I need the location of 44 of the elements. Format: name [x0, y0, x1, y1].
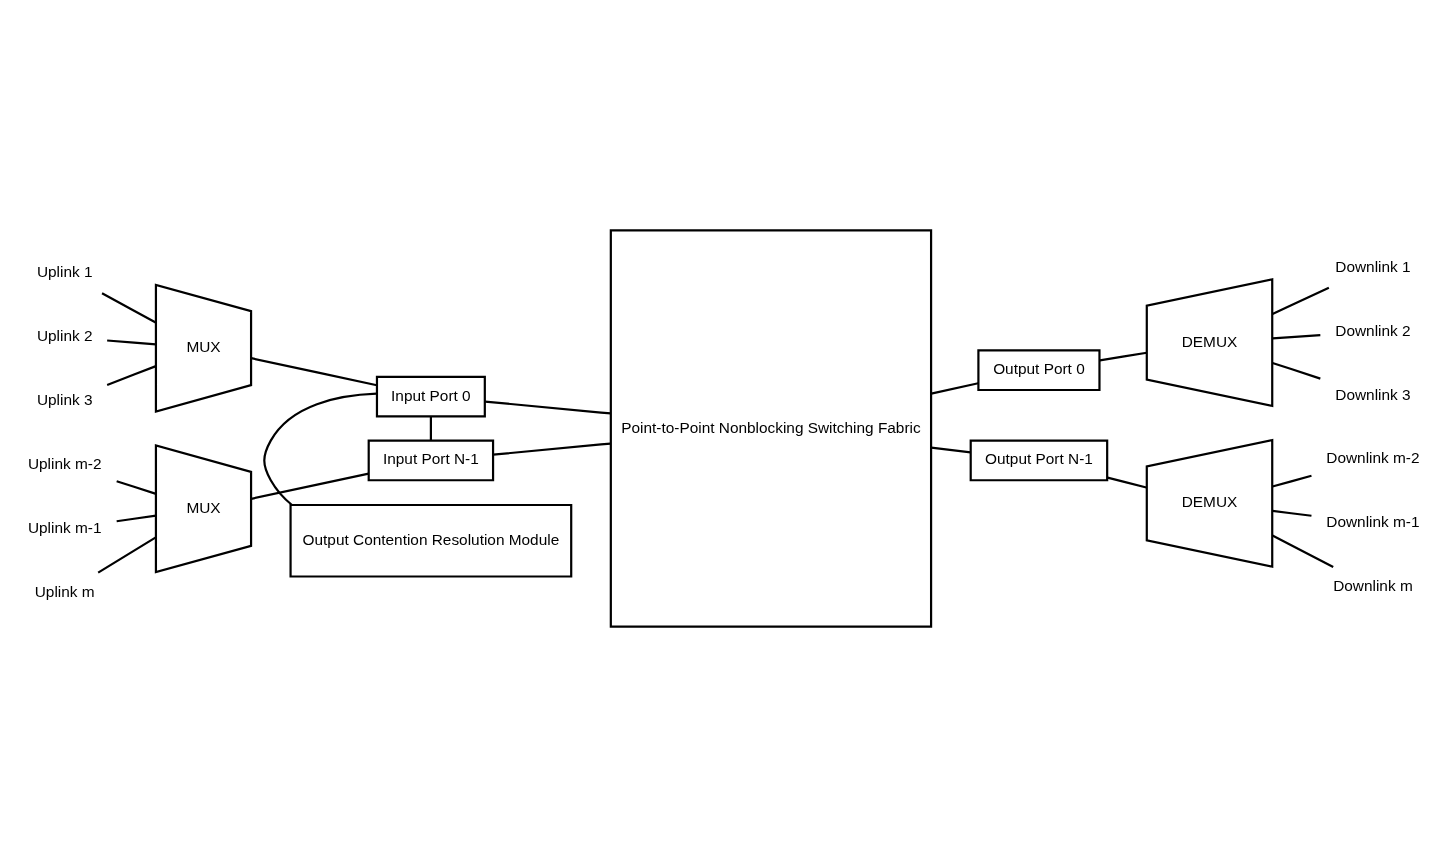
- connector: [1272, 286, 1330, 315]
- node-text: Downlink 3: [1335, 385, 1411, 403]
- connector: [493, 441, 611, 456]
- connector: [1099, 351, 1147, 361]
- node-text: Downlink m: [1333, 576, 1413, 594]
- node-text: Uplink m-2: [27, 454, 102, 472]
- node-text: Downlink m-1: [1326, 512, 1420, 530]
- connector: [107, 338, 156, 345]
- node-text: Uplink 2: [36, 326, 93, 344]
- connector: [106, 364, 157, 386]
- connector: [1272, 333, 1321, 340]
- node-box: Input Port 0: [375, 375, 486, 417]
- node-text: Uplink m-1: [27, 518, 102, 536]
- connector: [429, 415, 432, 440]
- node-text: Uplink 3: [36, 390, 93, 408]
- node-box: MUX: [154, 443, 253, 574]
- connector: [116, 479, 157, 495]
- node-text: Downlink 2: [1335, 321, 1411, 339]
- connector: [1107, 476, 1147, 489]
- connector: [101, 291, 157, 323]
- node-box: DEMUX: [1145, 438, 1274, 568]
- connector: [1272, 474, 1312, 487]
- node-text: Uplink 1: [36, 262, 93, 280]
- connector: [931, 381, 979, 395]
- node-box: MUX: [154, 282, 253, 413]
- node-box: Point-to-Point Nonblocking Switching Fabric: [609, 228, 933, 628]
- connector: [1272, 509, 1312, 517]
- connector: [485, 400, 611, 415]
- connector: [1271, 533, 1334, 568]
- node-box: Output Contention Resolution Module: [289, 503, 573, 578]
- connector: [251, 356, 378, 386]
- node-text: Downlink m-2: [1326, 448, 1420, 466]
- node-box: DEMUX: [1145, 277, 1274, 407]
- node-box: Output Port 0: [977, 348, 1101, 391]
- connector: [97, 535, 157, 574]
- node-text: Uplink m: [34, 582, 95, 600]
- connector: [116, 513, 157, 522]
- node-text: Downlink 1: [1335, 257, 1411, 275]
- connector: [263, 392, 377, 506]
- connector: [1272, 361, 1321, 380]
- node-box: Output Port N-1: [969, 439, 1109, 481]
- connector: [931, 446, 971, 453]
- connector: [251, 472, 369, 500]
- node-box: Input Port N-1: [367, 439, 495, 481]
